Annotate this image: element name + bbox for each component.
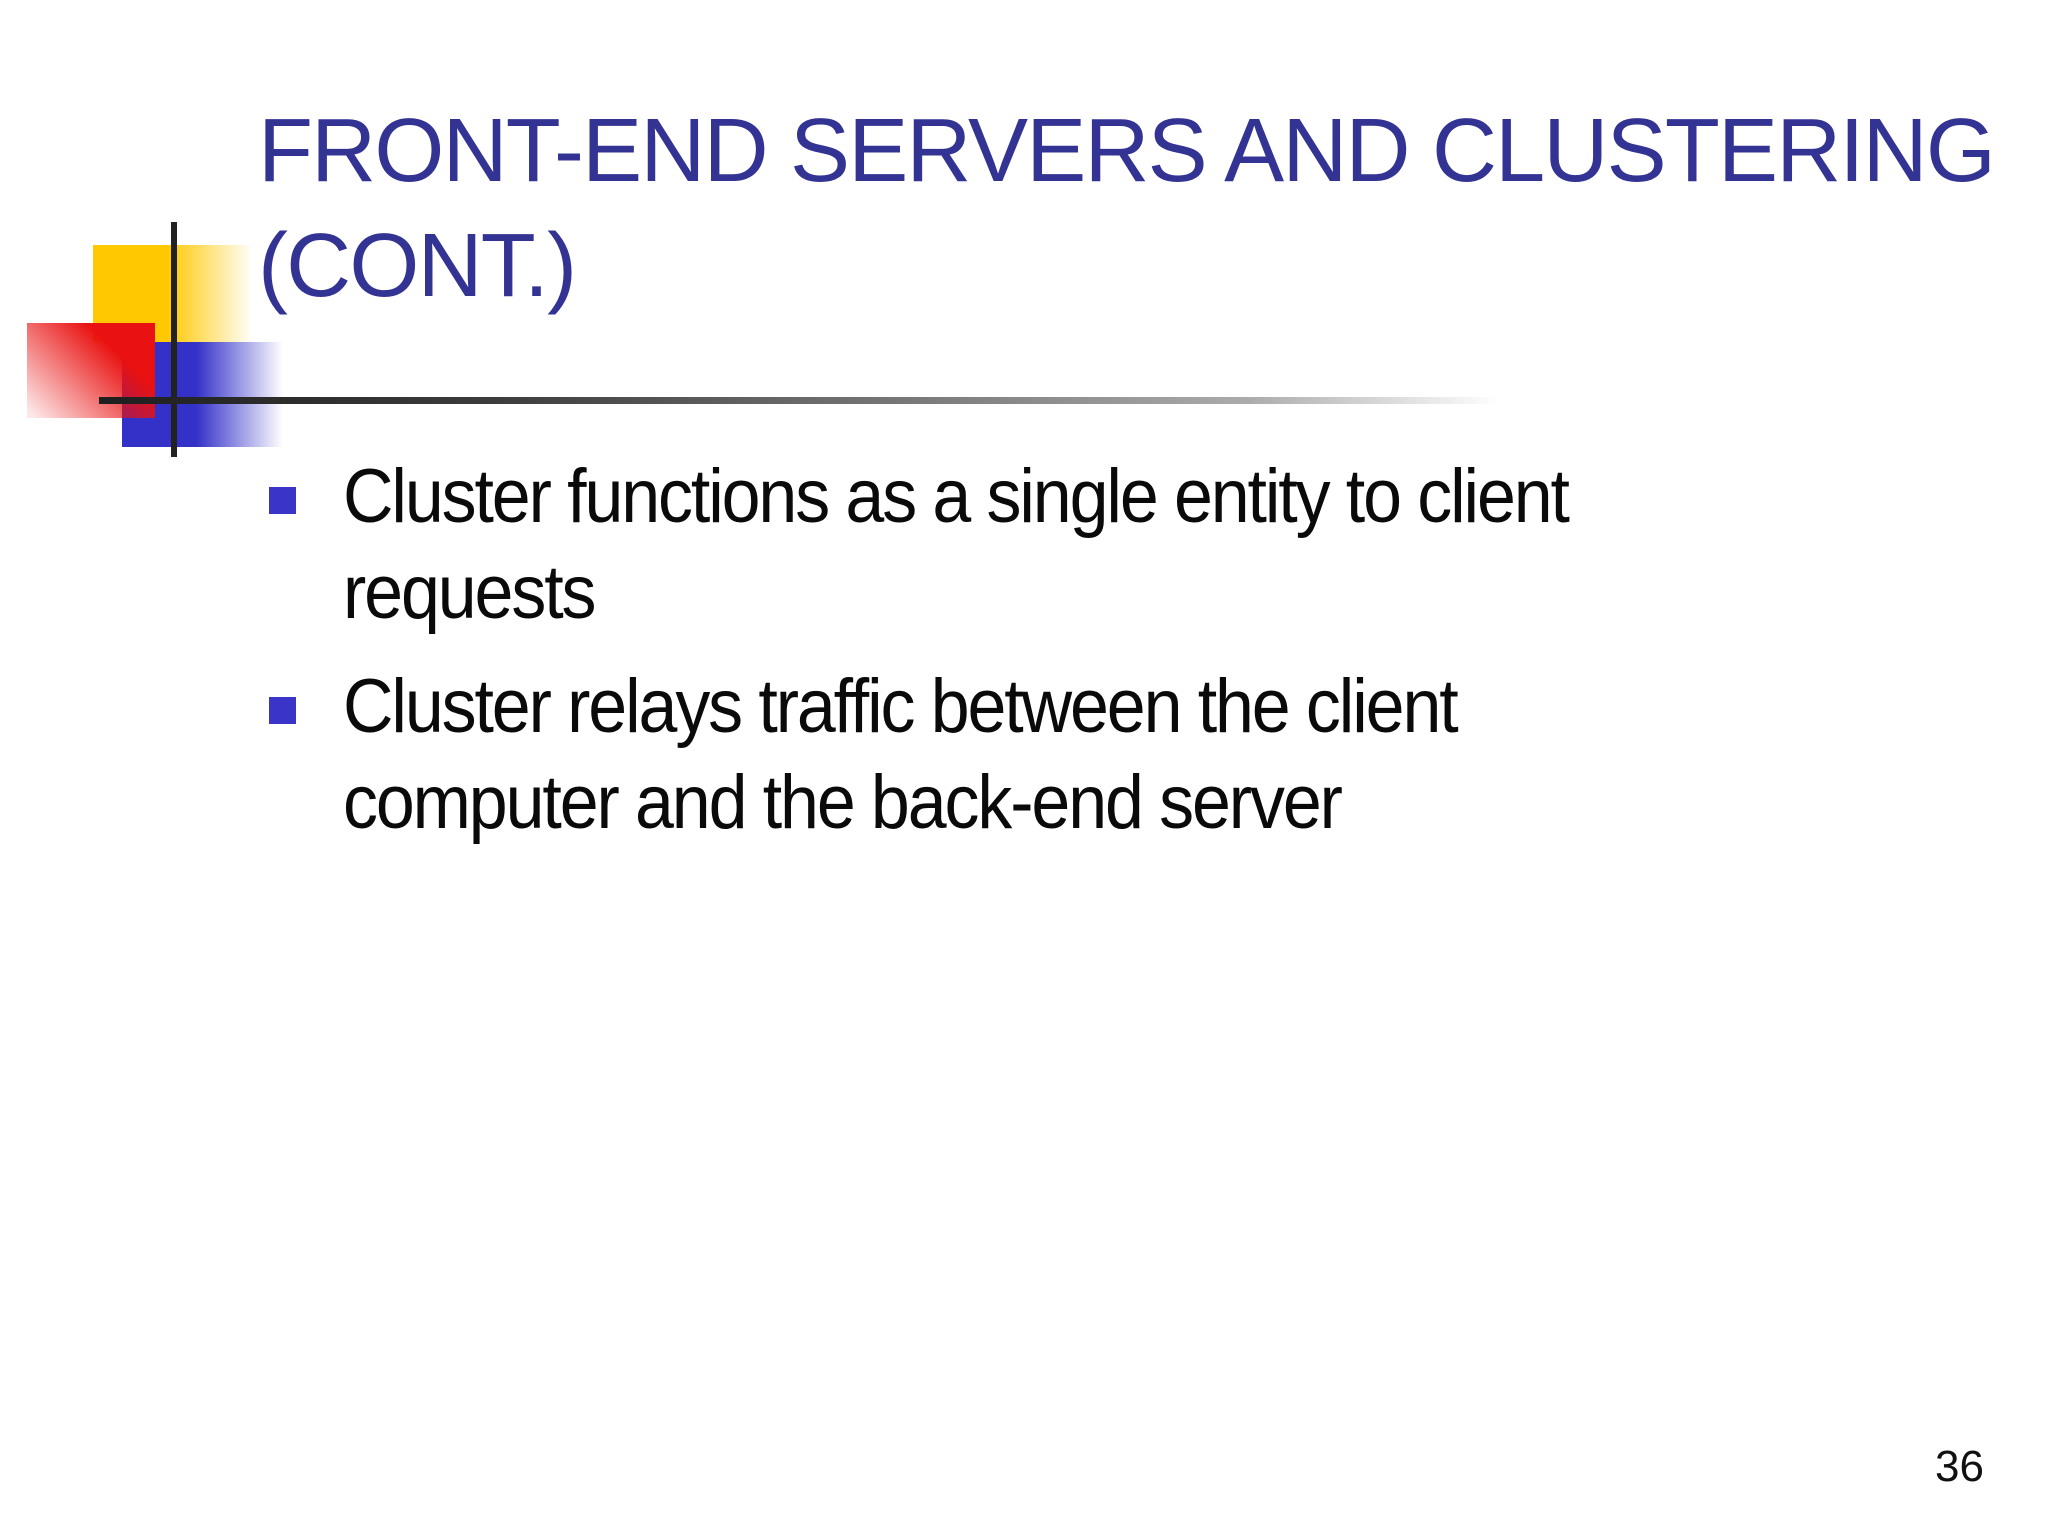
bullet-item-1-text: Cluster functions as a single entity to … [343,449,1674,641]
accent-vertical-line [171,222,177,457]
bullet-item-1-line-2: requests [343,550,597,635]
square-bullet-icon [269,697,296,724]
slide-title-line-2: (CONT.) [258,216,577,316]
bullet-item-1-line-1: Cluster functions as a single entity to … [343,454,1570,539]
slide-title-line-1: FRONT-END SERVERS AND CLUSTERING [258,101,1996,201]
square-bullet-icon [269,487,296,514]
bullet-item-2-line-1: Cluster relays traffic between the clien… [343,664,1459,749]
slide-title: FRONT-END SERVERS AND CLUSTERING (CONT.) [258,94,1996,324]
page-number: 36 [1935,1442,1984,1491]
bullet-item-2-line-2: computer and the back-end server [343,760,1343,845]
bullet-item-2-text: Cluster relays traffic between the clien… [343,659,1553,851]
title-divider-line [99,397,1499,404]
